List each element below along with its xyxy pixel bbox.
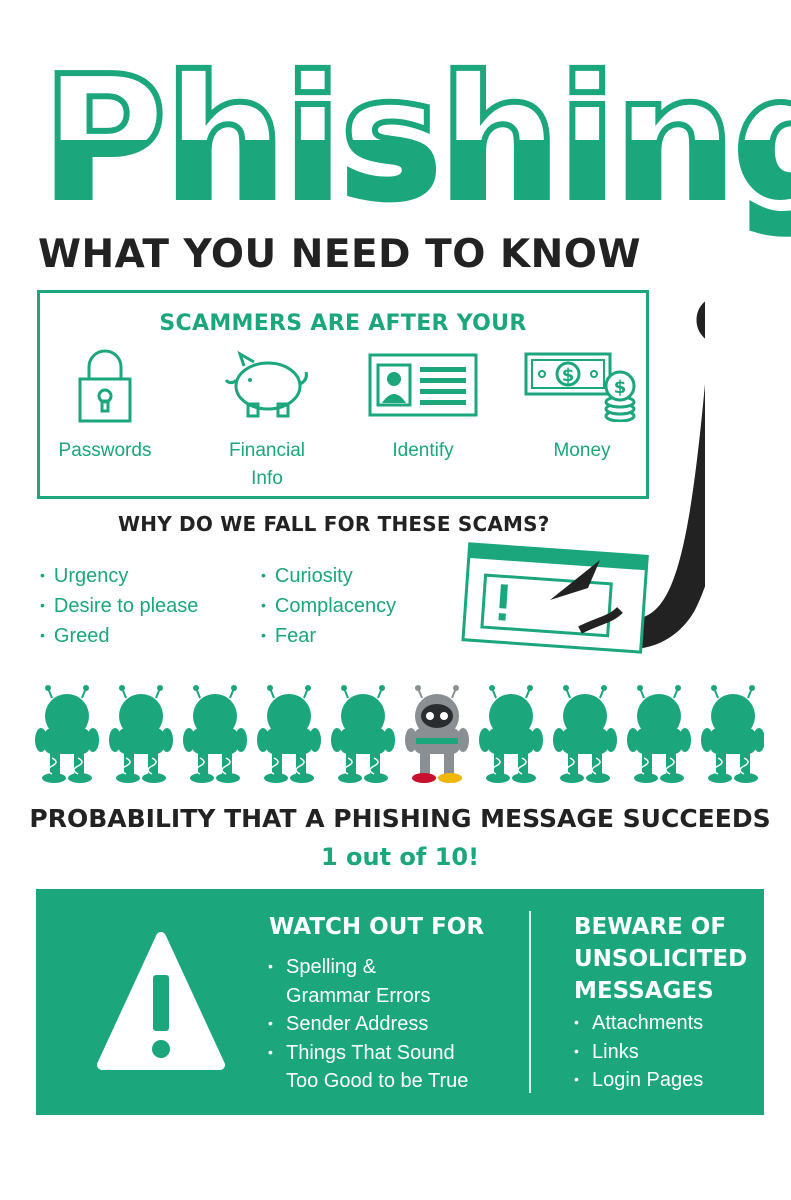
target-identify: Identify: [353, 345, 493, 465]
title-banner: Phishing Phishing: [0, 0, 791, 240]
target-label-line-2: Info: [251, 468, 283, 489]
list-item-continued: Grammar Errors: [286, 984, 431, 1007]
list-item: Spelling &: [268, 952, 468, 982]
robot-icon: [109, 685, 173, 783]
watch-out-title: WATCH OUT FOR: [269, 914, 485, 940]
list-item: Login Pages: [574, 1065, 703, 1095]
warning-triangle-icon: [97, 932, 225, 1070]
list-item: Fear: [261, 622, 396, 652]
watch-out-list: Spelling & Grammar Errors Sender Address…: [268, 952, 469, 1096]
svg-text:$: $: [562, 365, 575, 386]
robot-icon: [479, 685, 543, 783]
page-title-fill: Phishing: [42, 40, 791, 238]
list-item: Things That Sound: [268, 1038, 468, 1068]
robot-icon: [701, 685, 764, 783]
list-item: Greed: [40, 622, 198, 652]
robots-row: [35, 685, 764, 783]
highlighted-robot-icon: [405, 685, 469, 783]
list-item: Links: [574, 1037, 703, 1067]
beware-title: BEWARE OF UNSOLICITED MESSAGES: [574, 911, 747, 1007]
list-item-continued: Too Good to be True: [286, 1070, 469, 1092]
robot-icon: [183, 685, 247, 783]
scammers-title: SCAMMERS ARE AFTER YOUR: [159, 311, 527, 336]
why-title: WHY DO WE FALL FOR THESE SCAMS?: [118, 512, 550, 536]
page-title-outline: Phishing: [42, 40, 791, 238]
list-item: Desire to please: [40, 592, 199, 622]
reasons-list-right: Curiosity Complacency Fear: [261, 562, 396, 652]
robot-icon: [257, 685, 321, 783]
money-icon: $ $: [524, 352, 636, 422]
robot-icon: [35, 685, 99, 783]
title-svg: Phishing Phishing: [39, 37, 791, 240]
page-subtitle: WHAT YOU NEED TO KNOW: [38, 232, 641, 277]
column-divider: [529, 911, 531, 1093]
alert-window-icon: [461, 542, 649, 654]
list-item: Attachments: [574, 1008, 703, 1038]
target-label: Money: [553, 440, 611, 461]
probability-title: PROBABILITY THAT A PHISHING MESSAGE SUCC…: [29, 804, 771, 833]
target-label-line-1: Financial: [228, 440, 306, 461]
beware-title-line: MESSAGES: [574, 978, 714, 1004]
beware-title-line: BEWARE OF: [574, 914, 727, 940]
warning-panel: WATCH OUT FOR Spelling & Grammar Errors …: [36, 889, 764, 1115]
probability-value: 1 out of 10!: [320, 843, 480, 871]
list-item: Sender Address: [268, 1009, 468, 1039]
target-label: Passwords: [58, 440, 152, 461]
target-passwords: Passwords: [35, 345, 175, 465]
beware-list: Attachments Links Login Pages: [574, 1008, 703, 1095]
id-card-icon: [368, 353, 478, 417]
target-money: $ $ Money: [512, 345, 652, 465]
robot-icon: [627, 685, 691, 783]
list-item: Curiosity: [261, 562, 396, 592]
padlock-icon: [78, 349, 132, 423]
svg-text:$: $: [614, 377, 627, 398]
robot-icon: [331, 685, 395, 783]
scammers-panel: SCAMMERS ARE AFTER YOUR Passwords: [37, 290, 649, 499]
reasons-list-left: Urgency Desire to please Greed: [40, 562, 199, 652]
target-label: Identify: [392, 440, 454, 461]
piggy-bank-icon: [224, 350, 308, 418]
robot-icon: [553, 685, 617, 783]
list-item: Complacency: [261, 592, 396, 622]
list-item: Urgency: [40, 562, 198, 592]
beware-title-line: UNSOLICITED: [574, 946, 748, 972]
